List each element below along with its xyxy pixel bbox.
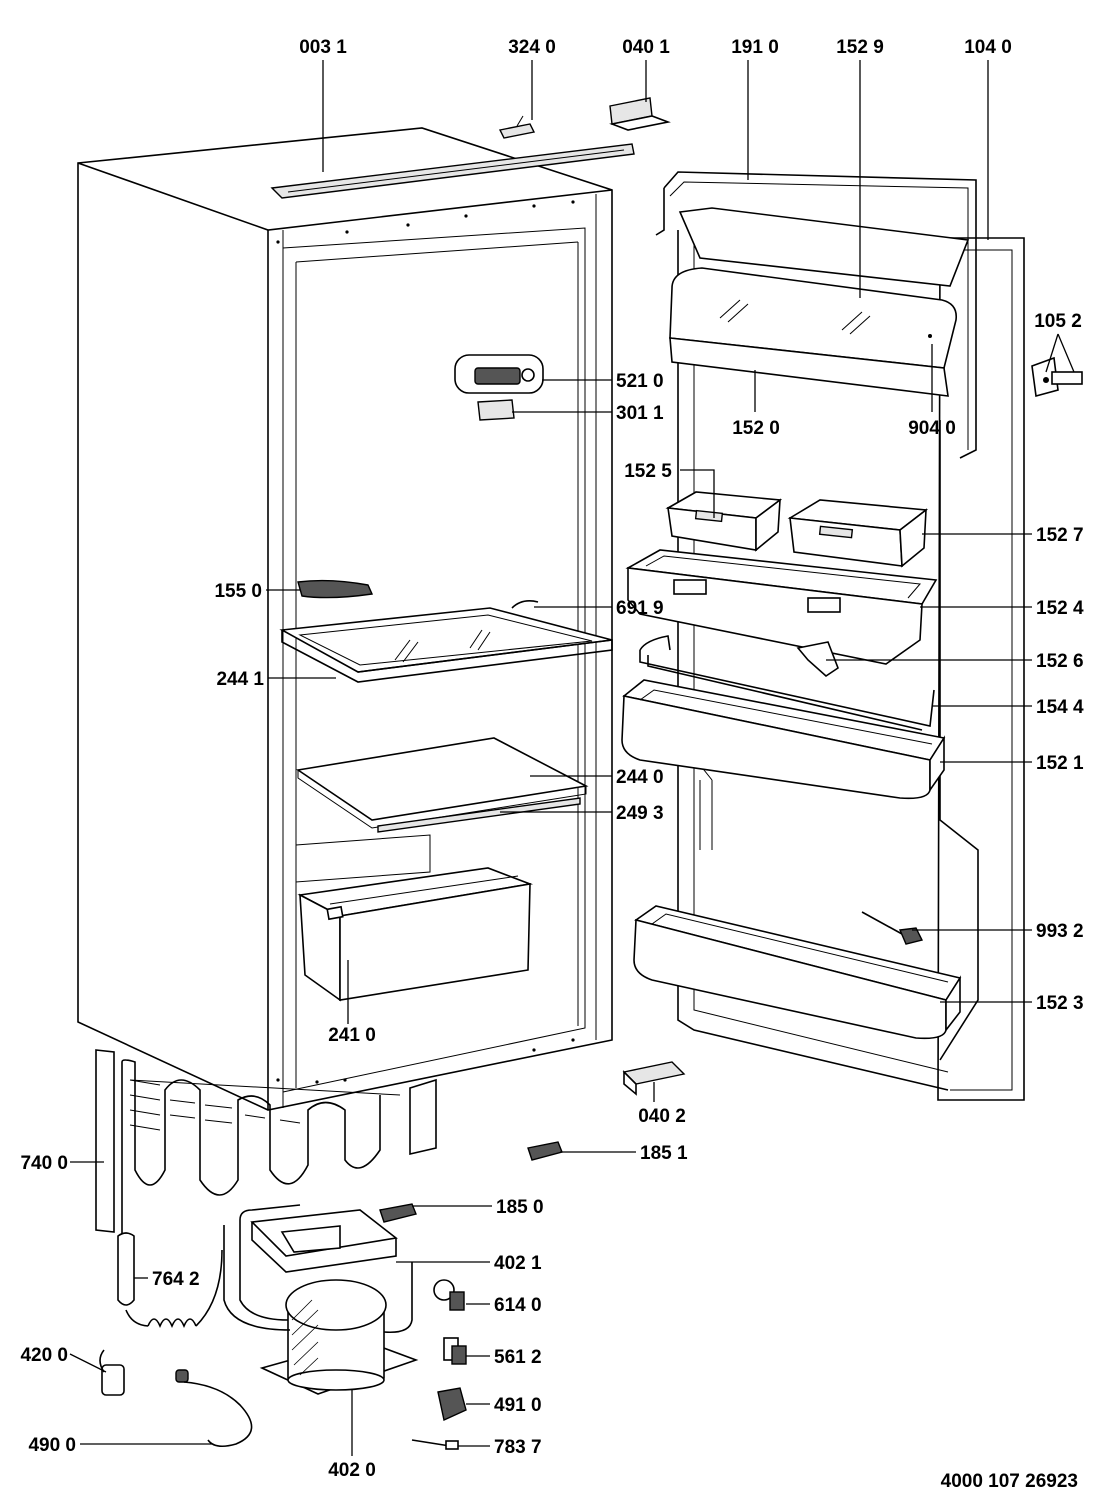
label-185-0: 185 0 — [496, 1197, 544, 1218]
bottle-retainer-rail — [639, 635, 935, 731]
label-152-9: 152 9 — [836, 37, 884, 58]
label-244-1: 244 1 — [216, 669, 264, 690]
label-521-0: 521 0 — [616, 371, 664, 392]
thermostat-capillary — [117, 1232, 223, 1329]
label-152-6: 152 6 — [1036, 651, 1084, 672]
label-191-0: 191 0 — [731, 37, 779, 58]
frame-screw-dots — [276, 200, 575, 1084]
relay-614 — [433, 1279, 465, 1311]
label-402-1: 402 1 — [494, 1253, 542, 1274]
label-491-0: 491 0 — [494, 1395, 542, 1416]
compressor — [223, 1204, 419, 1395]
label-152-1: 152 1 — [1036, 753, 1084, 774]
label-324-0: 324 0 — [508, 37, 556, 58]
thermostat-control-unit — [454, 354, 544, 394]
compressor-mounting-tray — [250, 1209, 398, 1273]
door-bin-middle — [621, 679, 946, 800]
top-hinge-bracket — [609, 97, 671, 131]
door-shelf-upper — [625, 549, 938, 665]
label-249-3: 249 3 — [616, 803, 664, 824]
door-assembly — [655, 171, 1025, 1101]
label-402-0: 402 0 — [328, 1460, 376, 1481]
label-764-2: 764 2 — [152, 1269, 200, 1290]
label-244-0: 244 0 — [616, 767, 664, 788]
terminal-cover-491 — [437, 1387, 467, 1421]
power-cord-490 — [175, 1369, 253, 1448]
label-152-3: 152 3 — [1036, 993, 1084, 1014]
label-993-2: 993 2 — [1036, 921, 1084, 942]
label-740-0: 740 0 — [20, 1153, 68, 1174]
dairy-compartment — [669, 207, 970, 397]
hinge-pin-105-2 — [1031, 356, 1083, 398]
lamp-wire — [511, 600, 539, 609]
label-152-0: 152 0 — [732, 418, 780, 439]
leader-lines — [69, 60, 1075, 1456]
label-152-7: 152 7 — [1036, 525, 1084, 546]
crisper-drawer — [297, 867, 534, 1002]
label-105-2: 105 2 — [1034, 311, 1082, 332]
label-241-0: 241 0 — [328, 1025, 376, 1046]
condenser-coil — [95, 1049, 437, 1240]
label-904-0: 904 0 — [908, 418, 956, 439]
storage-box-right — [787, 499, 929, 568]
label-185-1: 185 1 — [640, 1143, 688, 1164]
label-301-1: 301 1 — [616, 403, 664, 424]
capacitor-420 — [99, 1349, 125, 1396]
part-185-1 — [527, 1141, 563, 1161]
part-labels: 003 1 324 0 040 1 191 0 152 9 104 0 105 … — [20, 37, 1084, 1492]
drawing-number: 4000 107 26923 — [941, 1471, 1078, 1492]
label-420-0: 420 0 — [20, 1345, 68, 1366]
bottom-hinge-bracket — [622, 1061, 686, 1096]
drain-pin-783 — [411, 1439, 459, 1450]
shelf-trim-strip — [377, 797, 581, 833]
glass-shelf-lower — [295, 737, 589, 829]
control-label-plate — [477, 399, 515, 421]
egg-box-left — [665, 491, 783, 552]
label-154-4: 154 4 — [1036, 697, 1084, 718]
door-bin-lower — [633, 905, 962, 1040]
label-155-0: 155 0 — [214, 581, 262, 602]
part-185-0 — [379, 1203, 417, 1223]
part-155 — [297, 579, 374, 599]
label-152-5: 152 5 — [624, 461, 672, 482]
label-104-0: 104 0 — [964, 37, 1012, 58]
label-490-0: 490 0 — [28, 1435, 76, 1456]
glass-shelf-upper — [279, 607, 613, 683]
label-003-1: 003 1 — [299, 37, 347, 58]
label-783-7: 783 7 — [494, 1437, 542, 1458]
label-614-0: 614 0 — [494, 1295, 542, 1316]
label-040-1: 040 1 — [622, 37, 670, 58]
label-561-2: 561 2 — [494, 1347, 542, 1368]
part-clip-324 — [498, 115, 536, 139]
shelf-clip-152-6 — [796, 641, 839, 678]
label-040-2: 040 2 — [638, 1106, 686, 1127]
label-691-9: 691 9 — [616, 598, 664, 619]
label-152-4: 152 4 — [1036, 598, 1084, 619]
top-trim-strip — [270, 143, 635, 199]
thermal-protector-561 — [443, 1337, 467, 1365]
part-993-2 — [861, 911, 924, 945]
